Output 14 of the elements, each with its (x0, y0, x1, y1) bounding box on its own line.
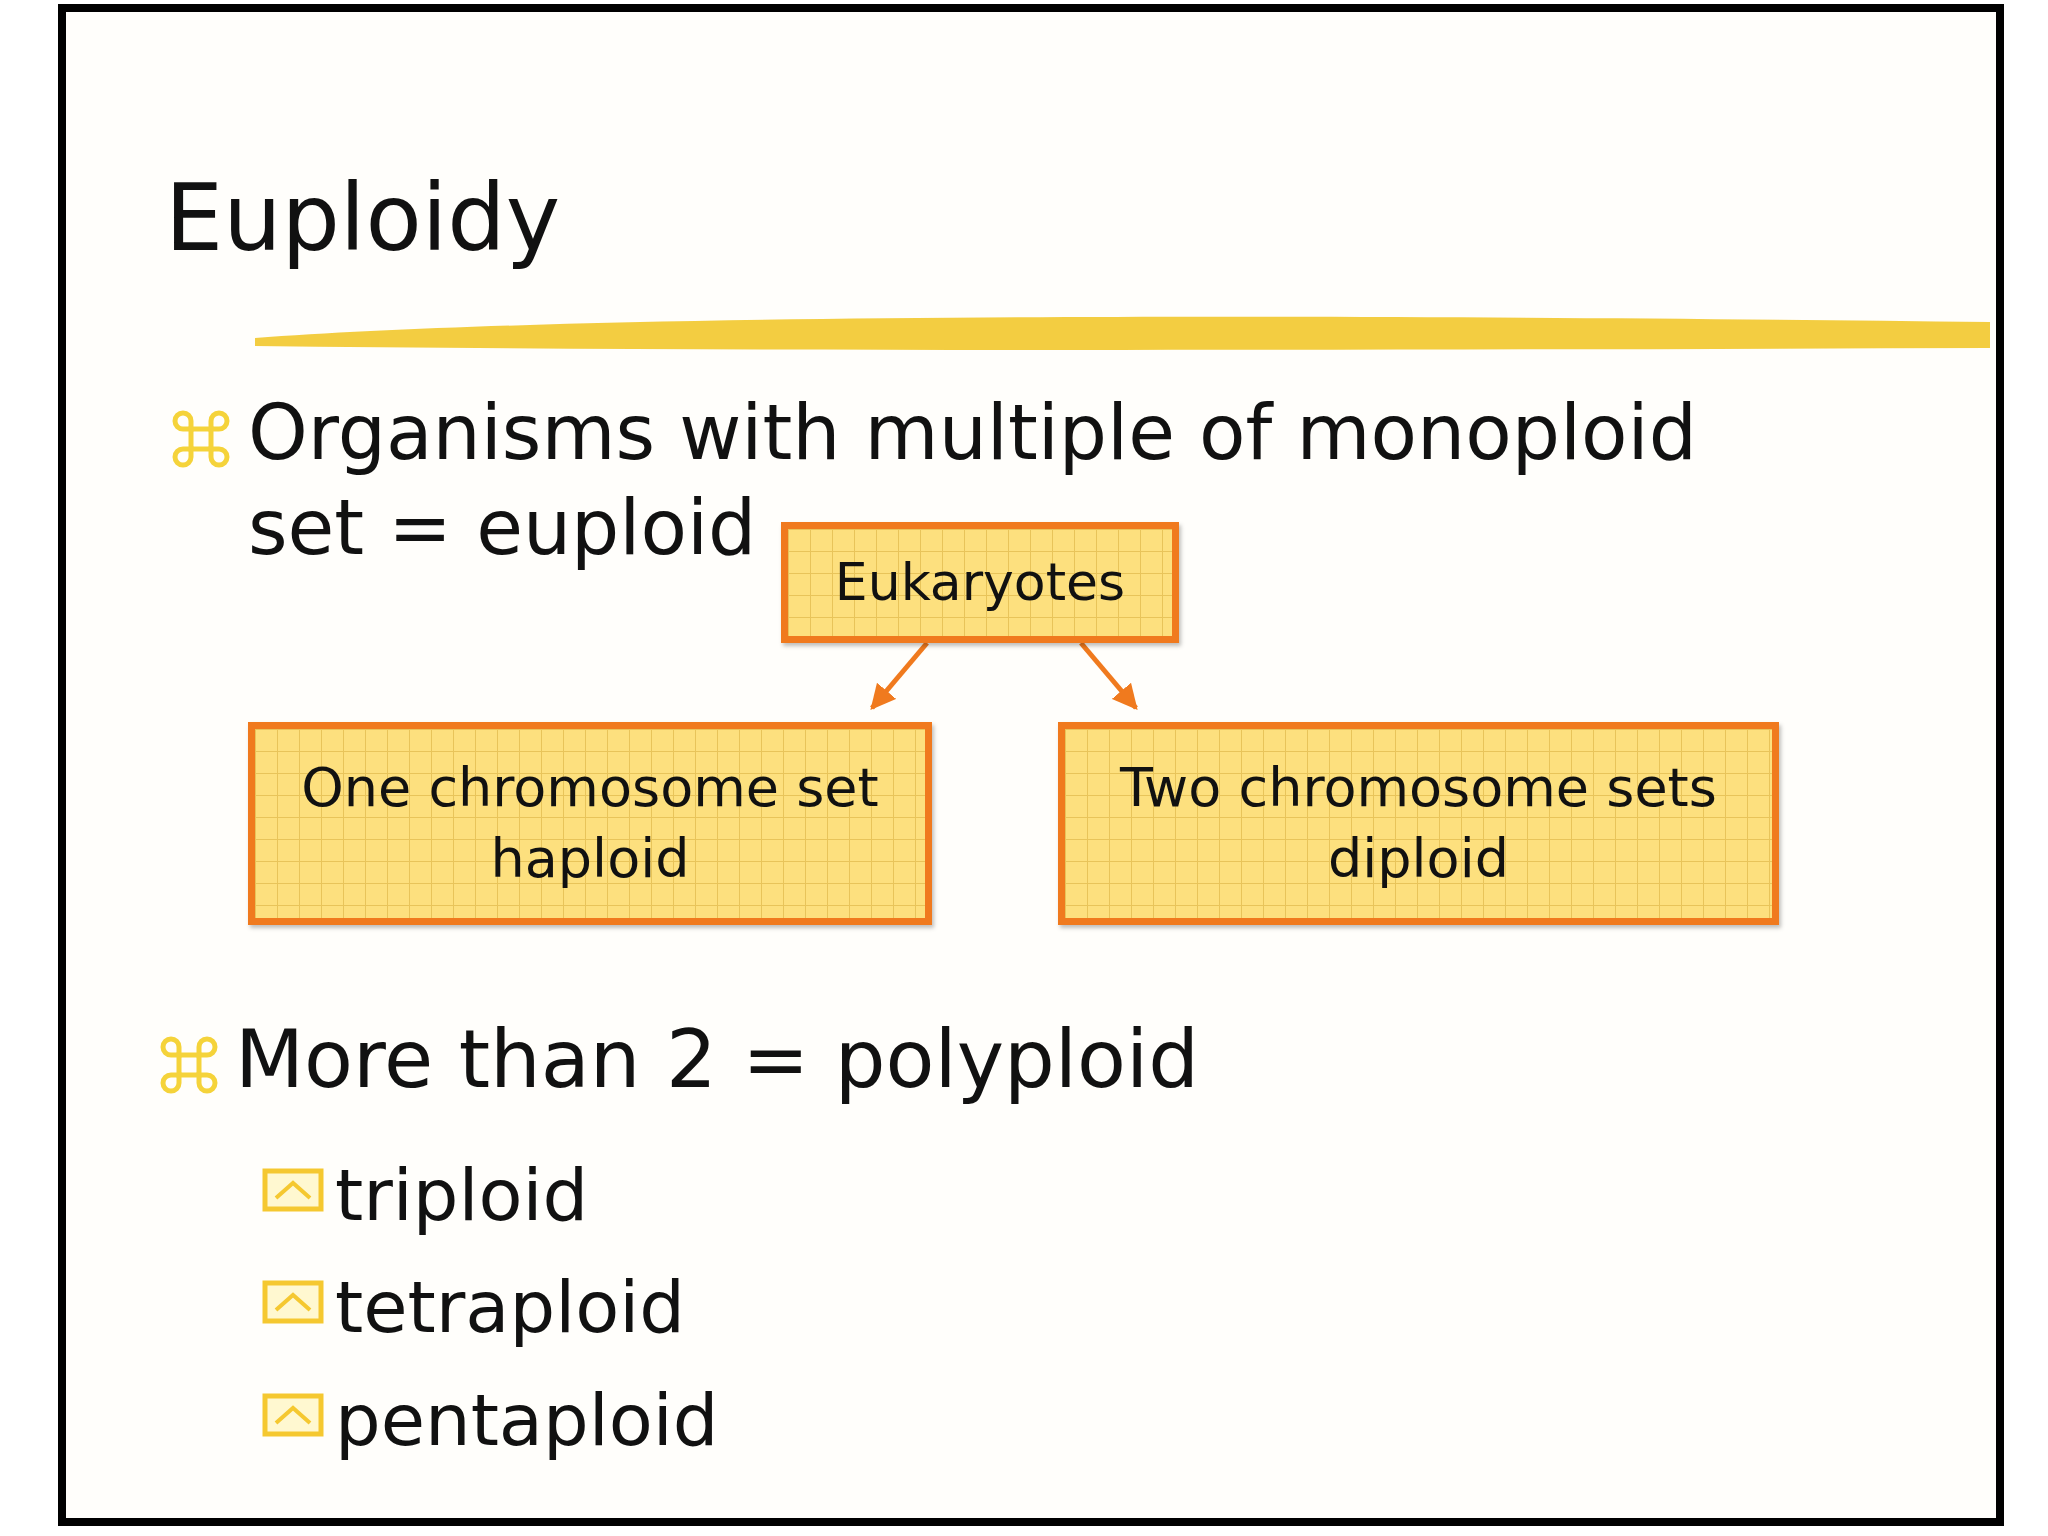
process-box (1058, 722, 1779, 925)
process-box (781, 522, 1179, 643)
slide-title: Euploidy (165, 165, 561, 272)
arrow (1079, 641, 1138, 710)
arrow (870, 641, 929, 710)
box-text: Two chromosome sets (1120, 755, 1717, 822)
sub-bullet-text: tetraploid (335, 1264, 686, 1351)
box-text: diploid (1328, 825, 1509, 892)
box-text: One chromosome set (301, 755, 879, 822)
bullet-text: More than 2 = polyploid (235, 1012, 1201, 1108)
sub-bullet-text: triploid (335, 1152, 590, 1239)
sub-bullet-text: pentaploid (335, 1377, 720, 1464)
process-box (248, 722, 932, 925)
box-text: haploid (490, 825, 690, 892)
